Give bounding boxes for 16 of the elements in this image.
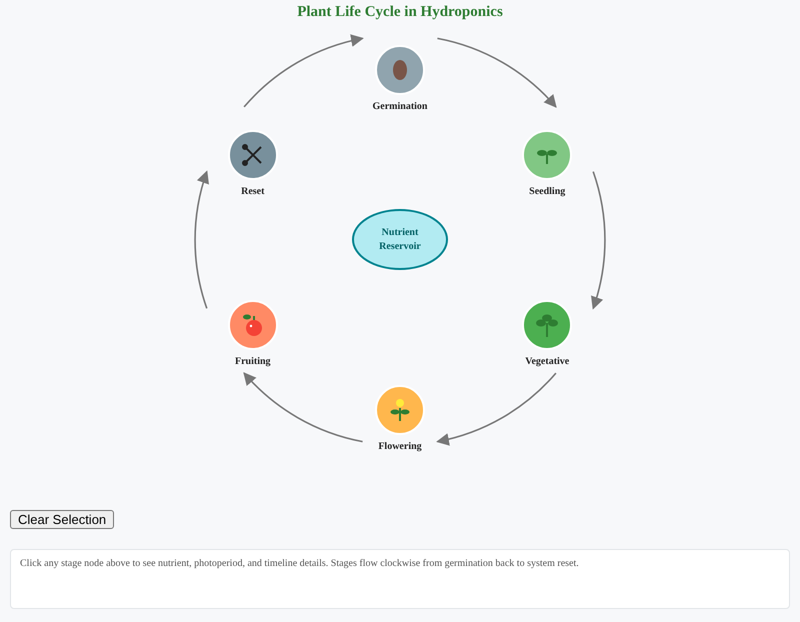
stage-label: Germination [372, 101, 428, 112]
stage-label: Seedling [529, 186, 566, 197]
stage-label: Reset [241, 186, 264, 197]
cycle-arrow [437, 38, 557, 108]
stage-label: Vegetative [525, 356, 570, 367]
cycle-arrow [194, 170, 210, 309]
info-text: Click any stage node above to see nutrient, photoperiod, and timeline details. Stages flow clockwise from germination back to system reset. [20, 558, 580, 569]
cycle-arrow [243, 372, 363, 442]
cycle-arrow [590, 171, 606, 310]
stage-label: Flowering [378, 441, 422, 452]
stage-label: Fruiting [234, 356, 271, 367]
diagram-title: Plant Life Cycle in Hydroponics [296, 4, 504, 21]
cycle-arrow [244, 34, 364, 108]
reservoir-ellipse: Nutrient Reservoir [352, 209, 448, 270]
cycle-arrow [436, 372, 556, 446]
clear-selection-button: Clear Selection [10, 510, 114, 529]
